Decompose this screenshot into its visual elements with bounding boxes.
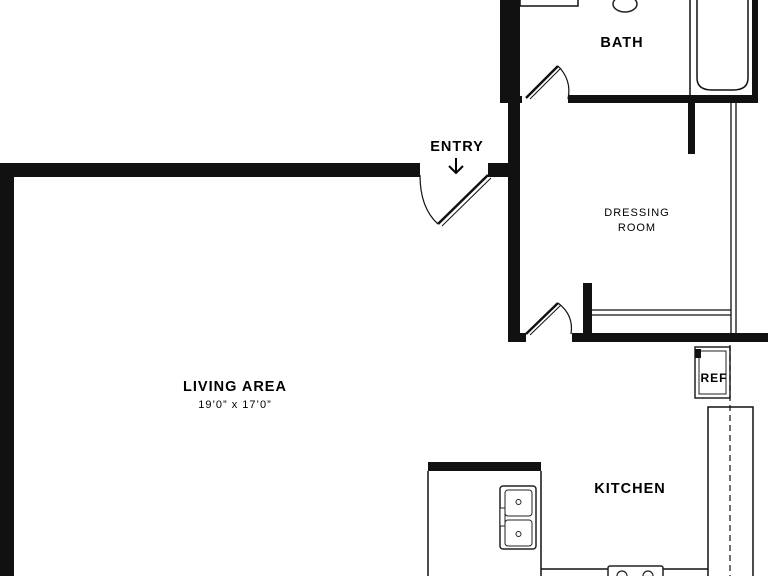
dressing-room-label-line1: DRESSING xyxy=(604,207,669,219)
entry-door-leaf-edge xyxy=(441,177,492,227)
stove xyxy=(607,565,664,576)
living-left-wall xyxy=(0,163,14,576)
dressing-partition xyxy=(688,103,695,154)
refrigerator-handle xyxy=(695,349,701,358)
dressing-room xyxy=(508,103,768,342)
bath-left-wall xyxy=(500,0,520,103)
bathroom xyxy=(500,0,758,103)
arrow-down-icon xyxy=(448,158,464,175)
bath-door-swing-arc xyxy=(557,65,570,100)
ref-label: REF xyxy=(701,371,728,385)
dressing-door-swing-arc xyxy=(557,302,573,335)
dressing-door-leaf xyxy=(525,302,559,335)
entry-label: ENTRY xyxy=(430,139,484,155)
double-sink xyxy=(499,485,537,550)
bath-right-wall xyxy=(752,0,758,103)
dressing-room-label-line2: ROOM xyxy=(618,222,656,234)
bath-label: BATH xyxy=(600,35,643,51)
bath-door-leaf-edge xyxy=(529,67,562,100)
entry-door-swing-arc xyxy=(419,174,439,225)
refrigerator-inner xyxy=(698,350,727,395)
dressing-bottom-wall-right xyxy=(572,333,768,342)
kitchen-label: KITCHEN xyxy=(594,481,665,497)
dressing-bottom-wall-left xyxy=(508,333,526,342)
bathtub xyxy=(689,0,749,96)
entry-door-leaf xyxy=(437,174,489,225)
kitchen xyxy=(427,345,754,576)
bath-door-leaf xyxy=(525,65,559,99)
living-top-wall xyxy=(0,163,420,177)
toilet-bowl xyxy=(612,0,638,13)
kitchen-upper-wall xyxy=(428,462,541,471)
dressing-left-wall xyxy=(508,96,520,341)
bath-bottom-wall-right xyxy=(568,95,758,103)
closet-stub xyxy=(583,283,592,342)
living-area-label: LIVING AREA xyxy=(183,379,287,395)
bath-vanity xyxy=(519,0,579,7)
dressing-door-leaf-edge xyxy=(529,304,562,336)
entry-walls xyxy=(0,96,520,576)
living-area-dimensions: 19’0” x 17’0” xyxy=(198,399,272,411)
sink-counter xyxy=(427,471,708,576)
